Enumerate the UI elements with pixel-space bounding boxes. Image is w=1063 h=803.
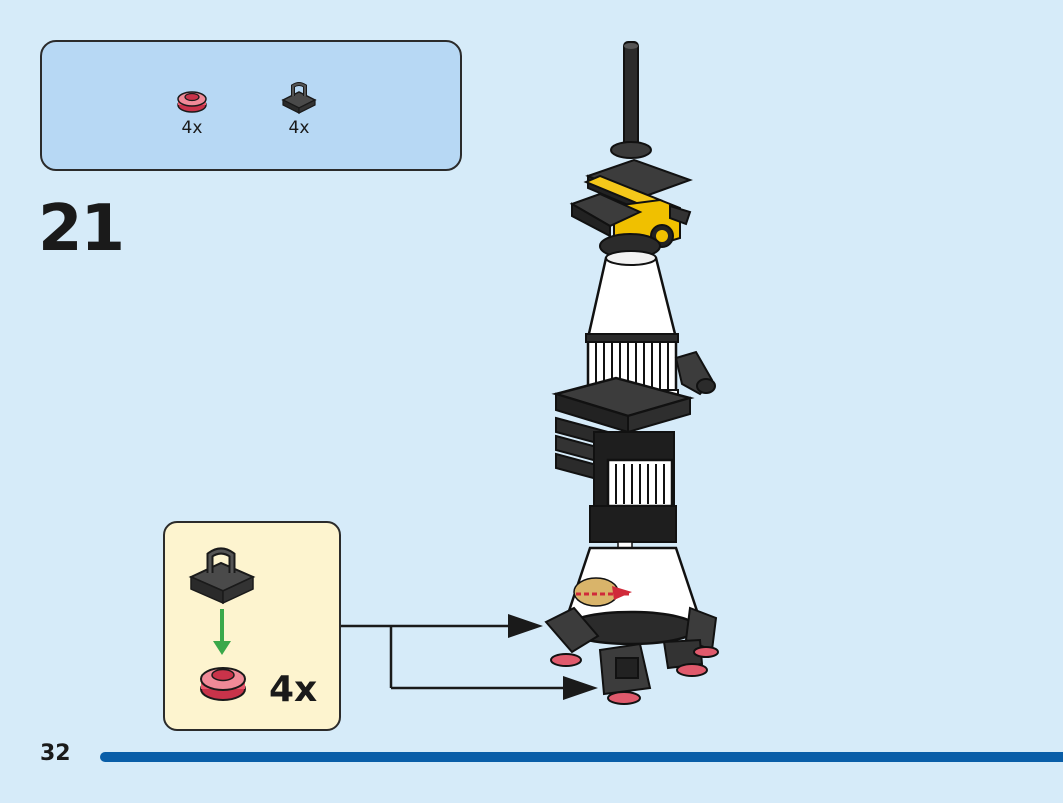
part-black-clip-plate: 4x	[269, 80, 329, 138]
callout-lines	[341, 624, 570, 690]
black-clip-plate-icon	[188, 547, 256, 605]
parts-list-box: 4x 4x	[40, 40, 462, 171]
page-number: 32	[40, 741, 71, 766]
sub-assembly-quantity: 4x	[269, 669, 318, 710]
red-round-plate-icon	[177, 91, 207, 113]
callout-arrow-icon	[508, 614, 543, 638]
assembly-arrow-icon	[213, 609, 231, 655]
sub-assembly-box: 4x	[163, 521, 341, 731]
callout-arrow-icon	[563, 676, 598, 700]
part-quantity: 4x	[288, 118, 310, 138]
part-quantity: 4x	[181, 118, 203, 138]
black-clip-plate-icon	[281, 82, 317, 114]
step-number: 21	[38, 192, 125, 266]
red-round-plate-icon	[200, 667, 246, 701]
progress-bar	[100, 752, 1063, 762]
sub-assembly-illustration	[188, 547, 256, 701]
part-red-round-plate: 4x	[162, 86, 222, 138]
